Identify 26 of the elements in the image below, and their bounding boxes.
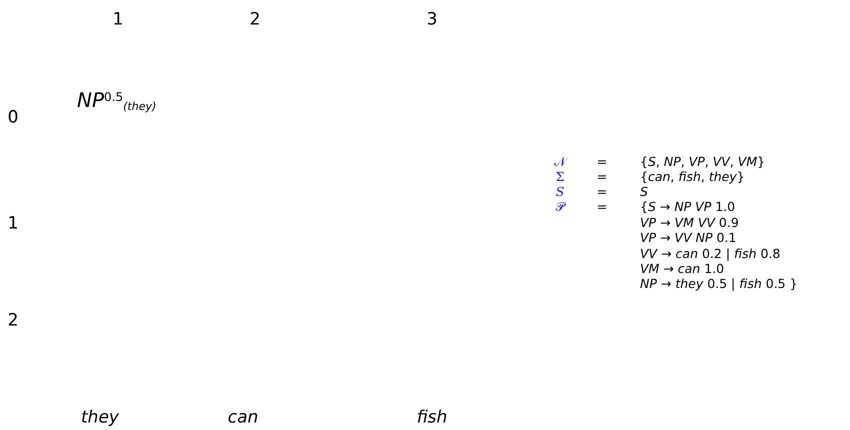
input-word: they	[81, 406, 119, 430]
grammar-definition: VP → VM VV 0.9	[640, 216, 739, 230]
math-symbol: 𝒩	[554, 156, 566, 168]
equals-sign: =	[596, 186, 608, 198]
grammar-definition: VM → can 1.0	[640, 262, 724, 276]
column-number: 3	[426, 8, 438, 32]
grammar-definition: VV → can 0.2 | fish 0.8	[640, 248, 780, 260]
math-symbol: Σ	[556, 170, 564, 184]
input-word: fish	[416, 406, 448, 430]
math-symbol: 𝒫	[556, 200, 564, 214]
grammar-definition: {can, fish, they}	[640, 170, 745, 184]
grammar-definition: {S → NP VP 1.0	[640, 200, 736, 214]
grammar-definition: NP → they 0.5 | fish 0.5 }	[640, 278, 798, 290]
row-number: 0	[8, 106, 18, 130]
grammar-definition: {S, NP, VP, VV, VM}	[640, 156, 766, 168]
column-number: 1	[112, 8, 124, 32]
grammar-definition: VP → VV NP 0.1	[640, 232, 736, 244]
equals-sign: =	[596, 156, 608, 168]
row-number: 1	[8, 212, 18, 236]
math-symbol: S	[556, 186, 564, 198]
row-number: 2	[8, 309, 18, 332]
input-word: can	[228, 406, 258, 430]
grammar-definition: S	[640, 186, 648, 198]
equals-sign: =	[596, 200, 608, 214]
equals-sign: =	[596, 170, 608, 184]
column-number: 2	[250, 8, 260, 32]
